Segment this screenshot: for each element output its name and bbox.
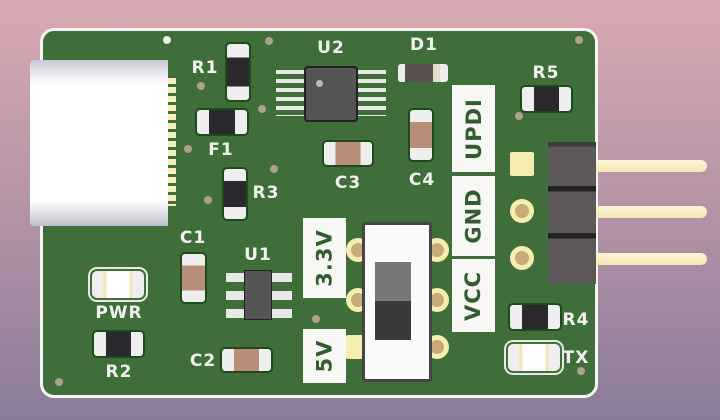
- resistor-r3: [222, 167, 248, 221]
- via: [270, 165, 278, 173]
- via: [577, 367, 585, 375]
- label-r4: R4: [562, 310, 590, 330]
- capacitor-c2: [220, 347, 273, 373]
- label-tx: TX: [562, 348, 590, 368]
- label-vcc-text: VCC: [461, 270, 486, 321]
- via: [515, 112, 523, 120]
- label-r1: R1: [191, 58, 219, 78]
- label-c4: C4: [408, 170, 436, 190]
- label-gnd-text: GND: [461, 188, 486, 244]
- label-5v: 5V: [303, 329, 346, 383]
- via: [265, 37, 273, 45]
- led-tx: [504, 340, 564, 375]
- label-3v3: 3.3V: [303, 218, 346, 298]
- capacitor-c1: [180, 252, 207, 304]
- label-c2: C2: [189, 351, 217, 371]
- label-5v-text: 5V: [312, 339, 337, 373]
- pin1-marker: [316, 80, 323, 87]
- diode-d1: [398, 64, 448, 82]
- via: [204, 196, 212, 204]
- usb-c-pins: [168, 78, 176, 206]
- via: [575, 36, 583, 44]
- label-r2: R2: [105, 362, 133, 382]
- via: [258, 105, 266, 113]
- label-pwr: PWR: [95, 303, 143, 323]
- label-updi-text: UPDI: [461, 97, 486, 160]
- label-3v3-text: 3.3V: [312, 229, 337, 287]
- label-r5: R5: [532, 63, 560, 83]
- via: [312, 315, 320, 323]
- label-d1: D1: [410, 35, 438, 55]
- resistor-r1: [225, 42, 251, 102]
- header-pin: [595, 160, 707, 172]
- header-pad-updi: [510, 152, 534, 176]
- usb-c-connector: [30, 60, 168, 226]
- capacitor-c4: [408, 108, 434, 162]
- label-u1: U1: [244, 245, 272, 265]
- via: [55, 378, 63, 386]
- label-c1: C1: [179, 228, 207, 248]
- label-gnd: GND: [452, 176, 495, 256]
- slide-switch-handle[interactable]: [375, 262, 411, 340]
- via: [184, 145, 192, 153]
- header-pad-gnd: [510, 199, 534, 223]
- resistor-r5: [520, 85, 573, 113]
- regulator-u1: [244, 270, 272, 320]
- label-u2: U2: [317, 38, 345, 58]
- capacitor-c3: [322, 140, 374, 167]
- pin-header: [548, 142, 596, 284]
- label-f1: F1: [208, 140, 234, 160]
- label-updi: UPDI: [452, 85, 495, 172]
- header-pin: [595, 253, 707, 265]
- header-pad-vcc: [510, 246, 534, 270]
- via: [197, 82, 205, 90]
- fuse-f1: [195, 108, 249, 136]
- header-pin: [595, 206, 707, 218]
- led-pwr: [88, 267, 148, 302]
- ic-u2: [304, 66, 358, 122]
- resistor-r2: [92, 330, 145, 358]
- via: [163, 36, 171, 44]
- resistor-r4: [508, 303, 562, 331]
- label-r3: R3: [252, 183, 280, 203]
- label-c3: C3: [334, 173, 362, 193]
- label-vcc: VCC: [452, 259, 495, 332]
